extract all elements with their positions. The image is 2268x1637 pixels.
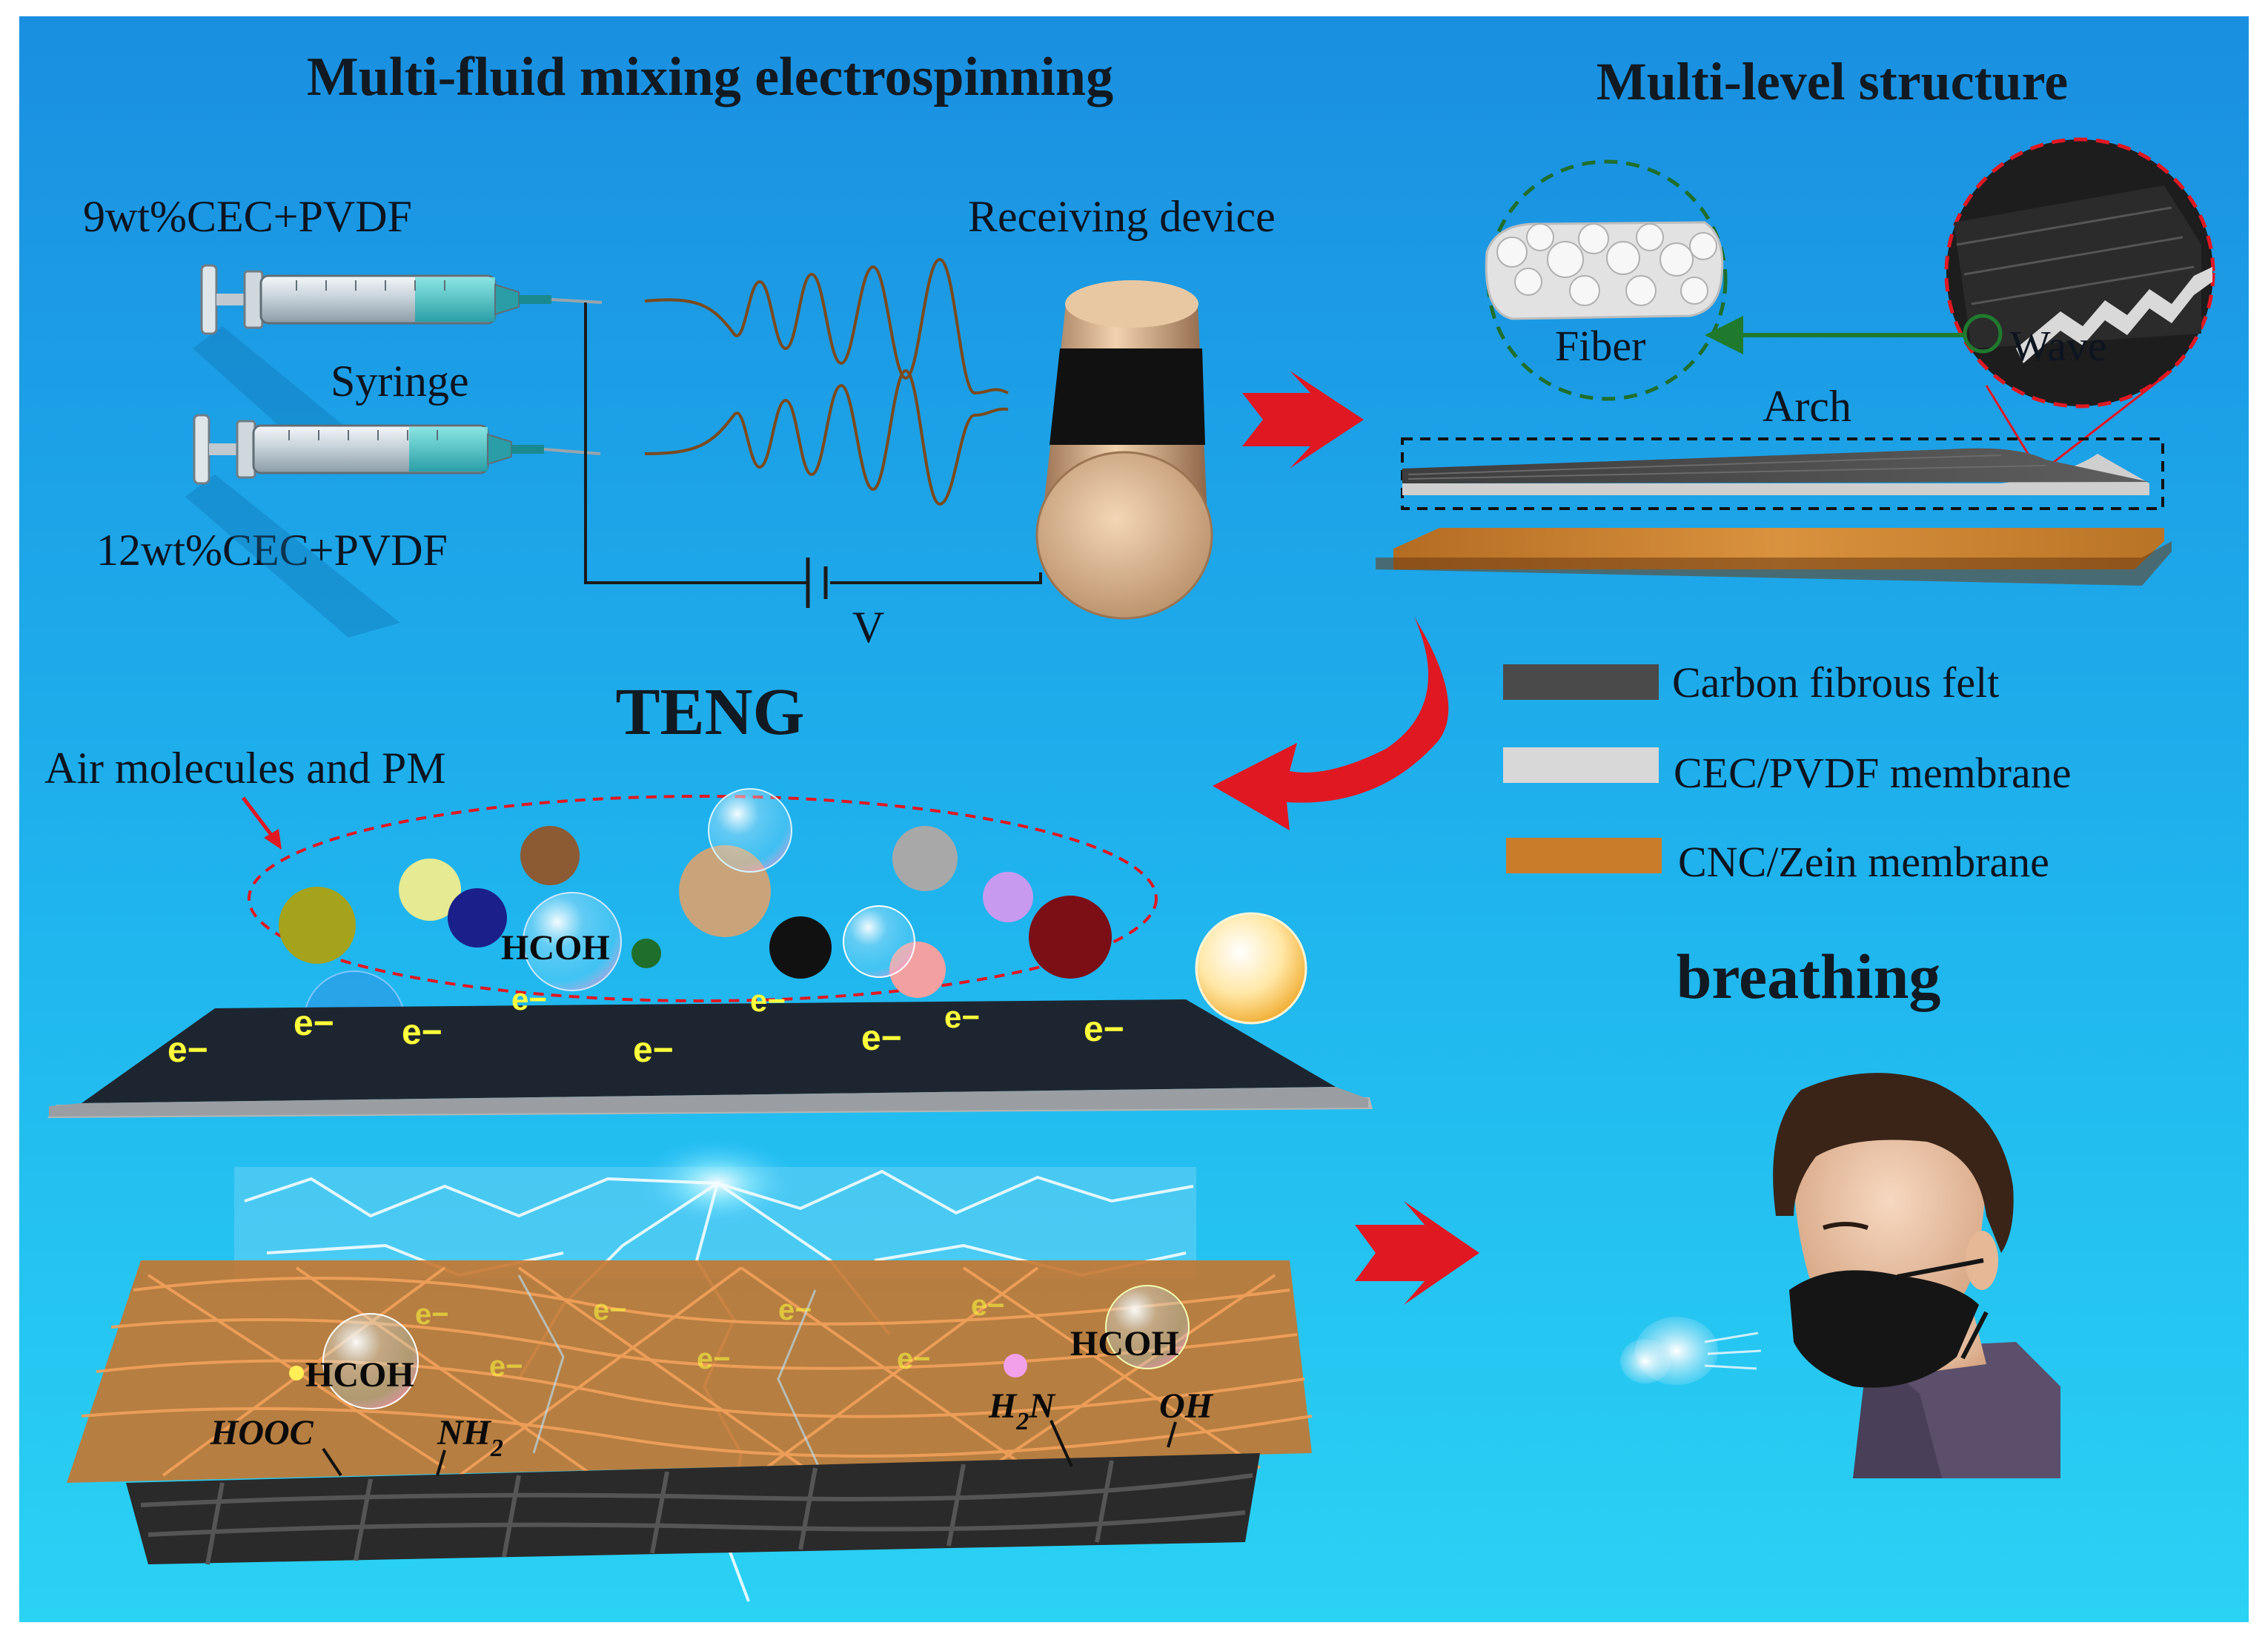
jet-waveform xyxy=(644,257,1009,506)
legend-label-cnc: CNC/Zein membrane xyxy=(1678,838,2049,886)
electron-label: e− xyxy=(944,999,980,1034)
arch-label: Arch xyxy=(1763,382,1851,431)
hcoh-label: HCOH xyxy=(1070,1324,1179,1363)
mat-particles: e− e− e− e− e− e− e− xyxy=(289,1285,1190,1409)
red-arrow-icon xyxy=(1213,617,1449,830)
electron-label: e− xyxy=(168,1031,208,1070)
legend: Carbon fibrous felt CEC/PVDF membrane CN… xyxy=(1503,658,2071,886)
syringe-bottom-label: 12wt%CEC+PVDF xyxy=(96,526,448,575)
red-arrow-icon xyxy=(1355,1201,1479,1305)
battery-icon xyxy=(806,558,828,608)
hcoh-label: HCOH xyxy=(501,928,610,968)
hooc-label: HOOC xyxy=(210,1413,314,1452)
voltage-label: V xyxy=(852,603,884,652)
electron-labels: e− e− e− e− e− e− e− e− e− xyxy=(168,982,1124,1070)
electron-label: e− xyxy=(294,1004,334,1043)
carbon-mesh xyxy=(126,1453,1260,1565)
air-region-ellipse xyxy=(248,795,1158,1002)
electron-label: e− xyxy=(1084,1010,1124,1049)
bond-lines xyxy=(322,1420,1177,1477)
electron-label: e− xyxy=(971,1289,1005,1322)
nh-subscript: 2 xyxy=(490,1435,503,1462)
pointer-arrowhead xyxy=(264,829,282,850)
receiving-drum-icon xyxy=(1035,280,1213,620)
structure-heading: Multi-level structure xyxy=(1596,52,2068,111)
legend-swatch-carbon xyxy=(1503,664,1659,700)
legend-swatch-cnc xyxy=(1506,838,1662,873)
fiber-zoom-icon: Fiber xyxy=(1485,159,1728,401)
fiber-label: Fiber xyxy=(1555,322,1645,370)
electron-label: e− xyxy=(861,1019,902,1058)
felt-plate xyxy=(47,999,1373,1118)
wave-zoom-icon: Wave xyxy=(1944,137,2215,409)
oh-label: OH xyxy=(1159,1386,1214,1426)
breathing-heading: breathing xyxy=(1677,941,1941,1012)
red-arrow-icon xyxy=(1242,371,1364,469)
syringe-top-label: 9wt%CEC+PVDF xyxy=(83,192,412,241)
circuit-wire xyxy=(584,302,1042,584)
teng-heading: TENG xyxy=(615,675,804,749)
hcoh-label: HCOH xyxy=(305,1355,414,1395)
electron-label: e− xyxy=(750,983,786,1018)
electron-label: e− xyxy=(633,1031,674,1070)
h2n-label: H2N xyxy=(988,1386,1056,1435)
electron-label: e− xyxy=(415,1298,449,1331)
electron-label: e− xyxy=(402,1013,442,1052)
green-arrow-icon xyxy=(1705,316,1964,354)
electron-label: e− xyxy=(489,1350,523,1383)
h-text: H xyxy=(988,1386,1018,1426)
receiver-label: Receiving device xyxy=(968,192,1276,241)
syringe-icon xyxy=(185,414,601,638)
felt-layer xyxy=(1402,448,2149,495)
electron-label: e− xyxy=(697,1343,731,1375)
electron-label: e− xyxy=(511,982,547,1016)
nh2-label: NH2 xyxy=(437,1413,503,1462)
electron-label: e− xyxy=(593,1294,627,1326)
n-text: N xyxy=(1028,1386,1056,1426)
legend-label-carbon: Carbon fibrous felt xyxy=(1672,658,1999,707)
h-subscript: 2 xyxy=(1015,1408,1029,1435)
wave-label: Wave xyxy=(2010,322,2107,370)
legend-label-cec: CEC/PVDF membrane xyxy=(1674,749,2071,797)
air-pm-label: Air molecules and PM xyxy=(44,744,446,793)
nh-text: NH xyxy=(437,1413,492,1452)
syringe-label: Syringe xyxy=(331,357,469,406)
person-mask-icon xyxy=(1773,1073,2060,1478)
cnc-zein-plate xyxy=(1376,528,2172,586)
pointer-arrow xyxy=(242,796,277,842)
electrospinning-heading: Multi-fluid mixing electrospinning xyxy=(307,47,1113,108)
electron-label: e− xyxy=(897,1343,931,1375)
breath-puff-icon xyxy=(1620,1317,1762,1385)
electron-label: e− xyxy=(778,1294,812,1326)
legend-swatch-cec xyxy=(1503,747,1659,783)
